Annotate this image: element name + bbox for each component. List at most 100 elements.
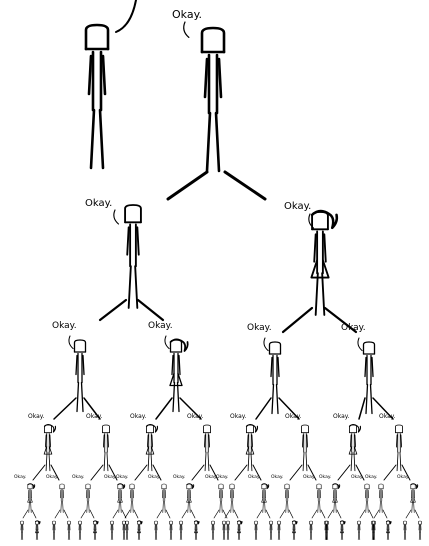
figure-l5-19 — [269, 520, 273, 540]
branch-line — [90, 464, 104, 481]
branch-line — [53, 397, 77, 420]
figure-l3-2 — [145, 424, 159, 472]
speech-okay: Okay. — [216, 474, 228, 480]
branch-line — [336, 509, 342, 519]
branch-line — [223, 170, 267, 201]
figure-l4-3 — [117, 483, 126, 513]
speech-okay: Okay. — [85, 198, 112, 209]
figure-l4-9 — [261, 483, 270, 513]
figure-l3-4 — [245, 424, 259, 472]
branch-line — [134, 464, 148, 481]
branch-line — [190, 509, 196, 519]
figure-l5-14 — [211, 520, 215, 540]
figure-l2-0 — [73, 339, 87, 413]
figure-l5-12 — [179, 520, 183, 540]
speech-tail — [263, 337, 269, 352]
branch-line — [166, 170, 209, 201]
speech-okay: Okay. — [284, 201, 311, 212]
figure-l5-25 — [340, 520, 346, 540]
branch-line — [372, 397, 394, 420]
speech-okay: Okay. — [397, 474, 409, 480]
figure-l3-5 — [301, 424, 309, 472]
figure-l3-1 — [102, 424, 110, 472]
speech-okay: Okay. — [379, 413, 395, 420]
speech-okay: Okay. — [14, 474, 26, 480]
figure-l4-1 — [59, 483, 65, 513]
figure-l4-6 — [186, 483, 195, 513]
branch-line — [32, 464, 46, 481]
branch-line — [278, 397, 300, 420]
branch-line — [50, 464, 60, 481]
speech-okay: Okay. — [187, 413, 203, 420]
speech-okay: Okay. — [230, 413, 246, 420]
speech-okay: Okay. — [52, 321, 77, 331]
speech-okay: Okay. — [341, 323, 366, 333]
figure-l1-0 — [124, 204, 142, 309]
branch-line — [382, 509, 388, 519]
branch-line — [213, 509, 220, 519]
branch-line — [252, 464, 262, 481]
speech-tail — [183, 21, 190, 39]
branch-line — [152, 464, 162, 481]
figure-l5-24 — [325, 520, 329, 540]
branch-line — [222, 509, 228, 519]
branch-line — [98, 298, 128, 322]
branch-line — [209, 464, 219, 481]
figure-l5-10 — [154, 520, 158, 540]
speech-okay: Okay. — [247, 323, 272, 333]
figure-l4-14 — [378, 483, 384, 513]
figure-l5-15 — [226, 520, 230, 540]
figure-l5-30 — [403, 520, 407, 540]
branch-line — [108, 464, 118, 481]
speech-okay: Okay. — [104, 474, 116, 480]
speech-okay: Okay. — [365, 474, 377, 480]
branch-line — [233, 509, 239, 519]
figure-l5-20 — [277, 520, 281, 540]
figure-l5-31 — [418, 520, 422, 540]
speech-okay: Okay. — [303, 474, 315, 480]
speech-okay: Okay. — [148, 474, 160, 480]
speech-tail — [68, 335, 74, 350]
speech-okay: Okay. — [28, 413, 44, 420]
branch-line — [358, 397, 366, 420]
speech-okay: Okay. — [248, 474, 260, 480]
branch-line — [323, 306, 358, 334]
branch-line — [368, 509, 374, 519]
speech-okay: Okay. — [173, 474, 185, 480]
speech-tail — [357, 337, 363, 352]
branch-line — [156, 509, 163, 519]
figure-l5-1 — [35, 520, 41, 540]
figure-l4-5 — [161, 483, 167, 513]
branch-line — [279, 509, 286, 519]
branch-line — [373, 509, 380, 519]
branch-line — [121, 509, 127, 519]
figure-l4-2 — [85, 483, 91, 513]
speech-tail-offpanel — [115, 0, 137, 33]
branch-line — [281, 306, 314, 334]
branch-line — [83, 397, 101, 420]
figure-l3-7 — [395, 424, 403, 472]
branch-line — [320, 509, 326, 519]
speech-tail — [113, 209, 120, 225]
speech-okay: Okay. — [116, 474, 128, 480]
figure-l4-12 — [332, 483, 341, 513]
figure-l3-0 — [43, 424, 57, 472]
branch-line — [112, 509, 119, 519]
figure-l5-23 — [324, 520, 328, 540]
figure-speaker — [84, 23, 110, 170]
figure-l5-5 — [93, 520, 99, 540]
figure-l5-11 — [169, 520, 173, 540]
speech-okay: Okay. — [148, 321, 173, 331]
speech-okay: Okay. — [285, 413, 301, 420]
figure-l2-2 — [268, 341, 282, 415]
speech-okay: Okay. — [72, 474, 84, 480]
branch-line — [414, 509, 420, 519]
speech-okay: Okay. — [319, 474, 331, 480]
branch-line — [224, 509, 231, 519]
figure-l4-11 — [316, 483, 322, 513]
speech-okay: Okay. — [86, 413, 102, 420]
figure-l5-3 — [67, 520, 71, 540]
branch-line — [405, 509, 412, 519]
branch-line — [355, 464, 365, 481]
